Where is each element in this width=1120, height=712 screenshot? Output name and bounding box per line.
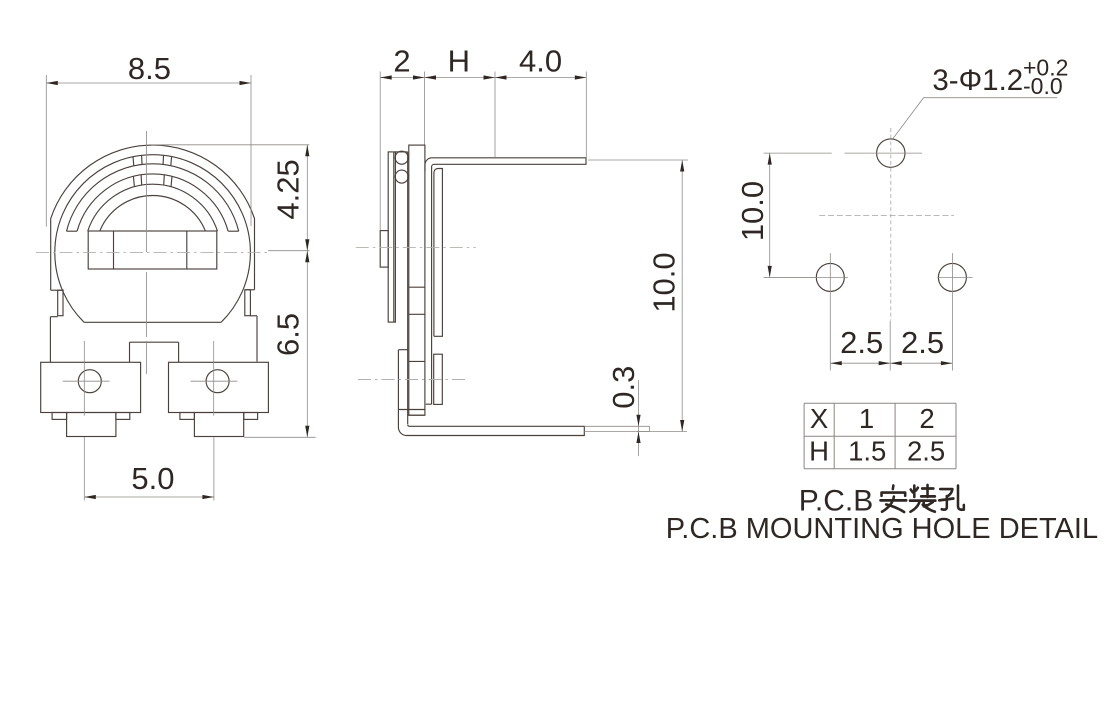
svg-text:X: X [810, 403, 828, 434]
svg-text:H: H [448, 43, 470, 78]
svg-text:2.5: 2.5 [840, 325, 883, 360]
svg-text:-0.0: -0.0 [1023, 73, 1063, 99]
svg-text:1: 1 [859, 403, 874, 434]
svg-text:0.3: 0.3 [606, 366, 641, 409]
svg-text:4.0: 4.0 [519, 43, 562, 78]
svg-text:2.5: 2.5 [901, 325, 944, 360]
svg-text:6.5: 6.5 [271, 313, 306, 356]
svg-text:4.25: 4.25 [271, 159, 306, 219]
svg-text:10.0: 10.0 [647, 252, 682, 312]
svg-text:5.0: 5.0 [131, 461, 174, 496]
svg-text:2.5: 2.5 [907, 435, 945, 466]
svg-text:3-Φ1.2: 3-Φ1.2 [932, 64, 1023, 97]
svg-text:P.C.B MOUNTING HOLE DETAIL: P.C.B MOUNTING HOLE DETAIL [666, 513, 1098, 545]
svg-text:2: 2 [393, 43, 410, 78]
svg-text:2: 2 [919, 403, 934, 434]
svg-text:P.C.B: P.C.B [799, 485, 874, 518]
svg-text:8.5: 8.5 [128, 51, 171, 86]
svg-text:10.0: 10.0 [735, 181, 770, 241]
svg-text:1.5: 1.5 [848, 435, 886, 466]
svg-text:H: H [809, 435, 829, 466]
svg-text:+0.2: +0.2 [1023, 55, 1068, 81]
